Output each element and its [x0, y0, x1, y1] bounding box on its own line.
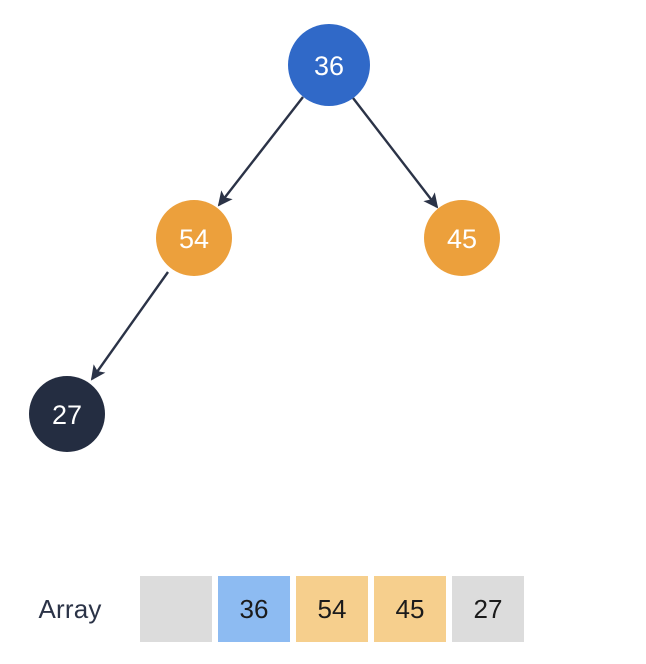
array-cell-3[interactable]: 45	[374, 576, 446, 642]
node-label-54: 54	[179, 224, 209, 254]
node-circle-54[interactable]	[156, 200, 232, 276]
edge-36-45	[352, 97, 439, 209]
node-label-45: 45	[447, 224, 477, 254]
array-cell-2[interactable]: 54	[296, 576, 368, 642]
array-cell-1[interactable]: 36	[218, 576, 290, 642]
tree-edges	[90, 96, 439, 381]
array-cells: 36 54 45 27	[140, 576, 524, 642]
tree-node-45[interactable]: 45	[424, 200, 500, 276]
tree-node-36[interactable]: 36	[288, 24, 370, 106]
node-circle-45[interactable]	[424, 200, 500, 276]
tree-node-54[interactable]: 54	[156, 200, 232, 276]
node-label-27: 27	[52, 400, 82, 430]
array-cell-4[interactable]: 27	[452, 576, 524, 642]
array-section: Array 36 54 45 27	[0, 566, 646, 652]
edge-36-54	[217, 96, 304, 207]
node-circle-27[interactable]	[29, 376, 105, 452]
tree-node-27[interactable]: 27	[29, 376, 105, 452]
binary-tree-diagram: 36 54 45 27	[29, 24, 500, 452]
array-cell-0[interactable]	[140, 576, 212, 642]
node-circle-36[interactable]	[288, 24, 370, 106]
node-label-36: 36	[314, 51, 344, 81]
array-label: Array	[38, 593, 102, 624]
edge-54-27	[90, 271, 169, 381]
